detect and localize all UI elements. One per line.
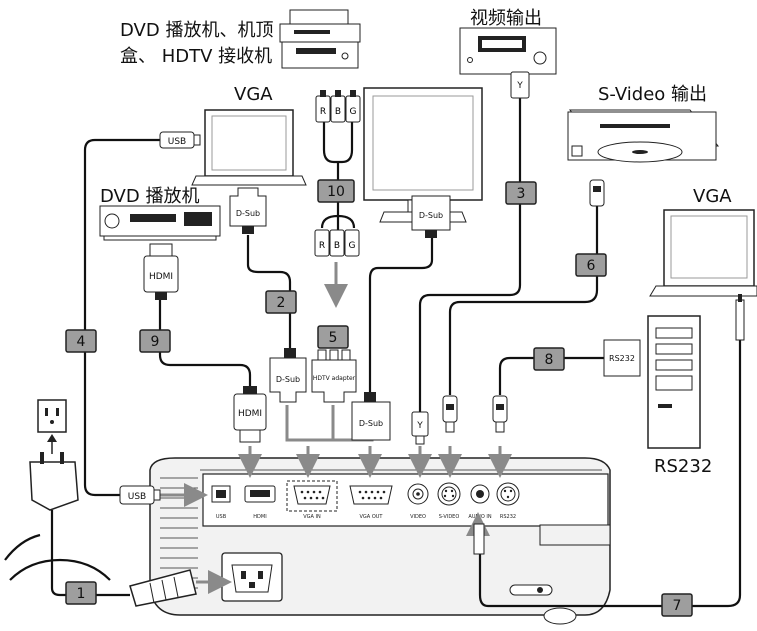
pc-tower — [647, 315, 701, 449]
svg-text:HDMI: HDMI — [238, 409, 262, 419]
rs232-connector-pc: RS232 — [603, 339, 641, 377]
badge-2: 2 — [265, 290, 297, 314]
rs232-connector-bottom — [492, 395, 508, 433]
svg-text:G: G — [349, 241, 356, 251]
svg-text:7: 7 — [673, 598, 682, 614]
port-label-rs232: RS232 — [500, 514, 516, 520]
svg-text:8: 8 — [545, 352, 554, 368]
badge-3: 3 — [505, 181, 537, 205]
badge-5: 5 — [317, 325, 349, 349]
svg-text:D-Sub: D-Sub — [236, 209, 260, 218]
svg-text:D-Sub: D-Sub — [419, 211, 443, 220]
svg-text:D-Sub: D-Sub — [359, 419, 383, 428]
video-out-device — [459, 27, 557, 75]
svg-text:9: 9 — [151, 334, 160, 350]
badge-10: 10 — [317, 179, 355, 203]
svg-text:R: R — [319, 241, 325, 251]
badge-6: 6 — [575, 253, 607, 277]
number-badges: 1 2 3 4 5 6 7 8 9 10 — [65, 179, 693, 617]
wall-outlet — [37, 399, 67, 454]
svg-text:6: 6 — [587, 258, 596, 274]
svg-text:G: G — [350, 107, 357, 117]
power-cord-head — [129, 569, 197, 607]
rca-heads-top: R B G — [315, 90, 361, 123]
svg-text:1: 1 — [77, 586, 86, 602]
svg-text:10: 10 — [327, 184, 345, 200]
dsub-connector-laptop: D-Sub — [229, 187, 267, 234]
badge-9: 9 — [139, 329, 171, 353]
svg-text:B: B — [334, 241, 340, 251]
svg-text:4: 4 — [77, 334, 86, 350]
svideo-connector-bottom — [442, 395, 458, 433]
svg-text:B: B — [335, 107, 341, 117]
badge-8: 8 — [533, 347, 565, 371]
power-plug — [29, 452, 79, 511]
audio-jack-bottom — [473, 523, 485, 555]
svg-text:USB: USB — [128, 492, 146, 502]
svg-text:USB: USB — [168, 137, 186, 147]
usb-connector-top: USB — [159, 131, 201, 149]
port-label-usb: USB — [216, 514, 227, 520]
port-label-s-video: S-VIDEO — [439, 514, 460, 520]
laptop-left — [191, 109, 307, 186]
laptop-right — [649, 209, 757, 297]
label-dvd-stb-line2: 盒、 HDTV 接收机 — [120, 46, 273, 67]
dvd-player-left — [99, 205, 221, 241]
label-video-out: 视频输出 — [470, 8, 542, 29]
y-connector-bottom: Y — [411, 411, 429, 445]
hdmi-connector-top: HDMI — [143, 243, 179, 300]
svg-text:HDTV adapter: HDTV adapter — [313, 375, 356, 382]
svg-text:5: 5 — [329, 330, 338, 346]
badge-4: 4 — [65, 329, 97, 353]
label-svideo-out: S-Video 输出 — [598, 84, 708, 105]
dsub-connector-monitor: D-Sub — [411, 195, 451, 238]
audio-jack-top — [735, 294, 745, 341]
dsub-connector-vgain: D-Sub — [269, 348, 307, 403]
label-dvd-stb-line1: DVD 播放机、机顶 — [120, 20, 274, 41]
usb-connector-bottom: USB — [119, 485, 161, 505]
badge-1: 1 — [65, 581, 97, 605]
projector: USB HDMI VGA IN VGA OUT VIDEO S-VIDEO AUDIO IN… — [149, 457, 611, 625]
port-label-video: VIDEO — [410, 514, 426, 520]
port-label-hdmi: HDMI — [253, 514, 266, 520]
y-connector-top: Y — [510, 71, 530, 99]
svideo-out-device — [567, 109, 720, 163]
monitor — [363, 87, 483, 223]
svg-text:Y: Y — [516, 81, 523, 91]
svg-text:D-Sub: D-Sub — [276, 375, 300, 384]
port-label-vga-out: VGA OUT — [360, 514, 384, 520]
svg-text:3: 3 — [517, 186, 526, 202]
label-rs232: RS232 — [654, 456, 713, 477]
svg-text:HDMI: HDMI — [149, 272, 173, 282]
label-vga-right: VGA — [693, 186, 732, 207]
rca-heads-middle: R B G — [314, 229, 360, 257]
port-label-vga-in: VGA IN — [303, 514, 321, 520]
svg-text:Y: Y — [416, 421, 423, 431]
svg-text:2: 2 — [277, 295, 286, 311]
label-dvd-player: DVD 播放机 — [100, 186, 200, 207]
label-vga-left: VGA — [234, 84, 273, 105]
svg-text:RS232: RS232 — [609, 354, 635, 363]
svideo-connector-top — [589, 179, 605, 207]
port-arrows — [158, 262, 512, 594]
badge-7: 7 — [661, 593, 693, 617]
hdmi-connector-bottom: HDMI — [233, 386, 267, 443]
dvd-stb-device — [279, 9, 361, 69]
svg-text:R: R — [320, 107, 326, 117]
port-label-audio-in: AUDIO IN — [468, 514, 491, 520]
hdtv-adapter: HDTV adapter — [311, 349, 357, 403]
dsub-connector-vgaout: D-Sub — [351, 392, 391, 441]
